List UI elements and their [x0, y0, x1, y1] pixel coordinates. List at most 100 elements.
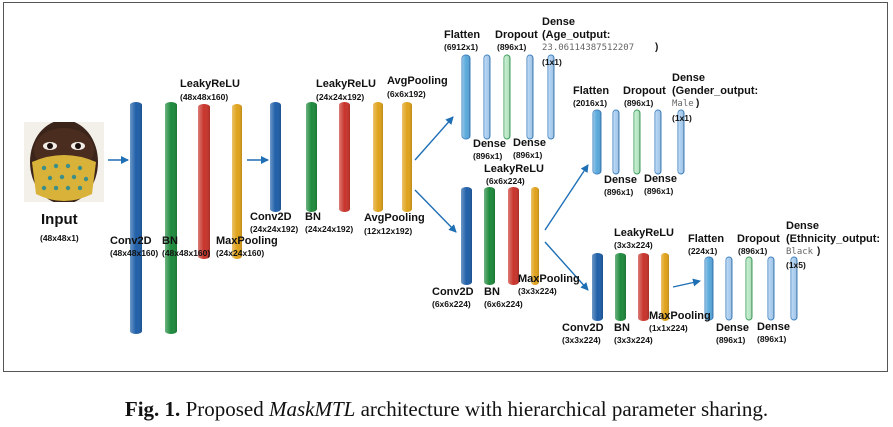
bn1-block [165, 102, 177, 334]
gender-dense2-shape: (896x1) [644, 186, 674, 196]
ethnicity-output-label: (Ethnicity_output: [786, 233, 881, 245]
branch-conv-shape: (6x6x224) [432, 299, 471, 309]
avgpool-top-block [373, 102, 383, 212]
branch2-bn-block [615, 253, 626, 321]
age-output-close: ) [655, 42, 659, 53]
gender-dense2-label: Dense [644, 173, 678, 185]
arrow-to-age-head [414, 116, 454, 161]
branch-pool-block [531, 187, 539, 285]
age-flatten-label: Flatten [444, 29, 481, 41]
pool1-label: MaxPooling [216, 235, 278, 247]
gender-flatten-shape: (2016x1) [573, 98, 608, 108]
avgpool-top-label: AvgPooling [387, 75, 448, 87]
gender-dropout-block [633, 109, 641, 175]
bn1-label: BN [162, 235, 178, 247]
age-dense2-shape: (896x1) [513, 150, 543, 160]
ethnicity-output-value: Black [786, 247, 814, 257]
pool1-block [232, 104, 242, 259]
avgpool-top-shape: (6x6x192) [387, 89, 426, 99]
relu1-label: LeakyReLU [180, 78, 240, 90]
age-output-dense-label: Dense [542, 16, 576, 28]
branch-bn-shape: (6x6x224) [484, 299, 523, 309]
branch-bn-block [484, 187, 495, 285]
branch2-bn-label: BN [614, 322, 630, 334]
branch2-conv-shape: (3x3x224) [562, 335, 601, 345]
gender-dropout-shape: (896x1) [624, 98, 654, 108]
relu1-shape: (48x48x160) [180, 92, 229, 102]
branch-pool-shape: (3x3x224) [518, 286, 557, 296]
age-dropout-block [503, 54, 511, 140]
ethnicity-dropout-label: Dropout [737, 233, 780, 245]
caption-pre: Proposed [185, 397, 264, 421]
conv1-shape: (48x48x160) [110, 248, 159, 258]
branch-relu-block [508, 187, 519, 285]
conv2-block [270, 102, 281, 212]
ethnicity-flatten-label: Flatten [688, 233, 725, 245]
bn1-shape: (48x48x160) [162, 248, 211, 258]
gender-flatten-block [592, 109, 602, 175]
ethnicity-output-close: ) [817, 246, 821, 257]
ethnicity-output-block [790, 256, 798, 321]
figure-caption: Fig. 1. Proposed MaskMTL architecture wi… [0, 397, 893, 422]
branch2-relu-block [638, 253, 649, 321]
gender-output-dense-label: Dense [672, 72, 706, 84]
ethnicity-output-shape: (1x5) [786, 260, 806, 270]
arrow-to-gender-head [544, 164, 589, 231]
relu2-block [339, 102, 350, 212]
branch2-relu-label: LeakyReLU [614, 227, 674, 239]
ethnicity-dense2-label: Dense [757, 321, 791, 333]
branch2-conv-label: Conv2D [562, 322, 604, 334]
age-dropout-label: Dropout [495, 29, 538, 41]
branch2-conv-block [592, 253, 603, 321]
branch2-bn-shape: (3x3x224) [614, 335, 653, 345]
ethnicity-dense2-block [767, 256, 775, 321]
arrow-to-branch [414, 189, 457, 233]
age-dense1-shape: (896x1) [473, 151, 503, 161]
relu2-shape: (24x24x192) [316, 92, 365, 102]
bn2-shape: (24x24x192) [305, 224, 354, 234]
ethnicity-flatten-block [704, 256, 714, 321]
age-flatten-shape: (6912x1) [444, 42, 479, 52]
caption-post: architecture with hierarchical parameter… [360, 397, 769, 421]
ethnicity-flatten-shape: (224x1) [688, 246, 718, 256]
age-dense1-block [483, 54, 491, 140]
ethnicity-dense2-shape: (896x1) [757, 334, 787, 344]
age-dropout-shape: (896x1) [497, 42, 527, 52]
ethnicity-dense1-shape: (896x1) [716, 335, 746, 345]
input-title: Input [41, 211, 78, 228]
branch-bn-label: BN [484, 286, 500, 298]
branch2-relu-shape: (3x3x224) [614, 240, 653, 250]
avgpool-bottom-block [402, 102, 412, 212]
age-dense1-label: Dense [473, 138, 507, 150]
gender-flatten-label: Flatten [573, 85, 610, 97]
pool1-shape: (24x24x160) [216, 248, 265, 258]
gender-dropout-label: Dropout [623, 85, 666, 97]
gender-dense1-label: Dense [604, 174, 638, 186]
branch-conv-block [461, 187, 472, 285]
gender-dense2-block [654, 109, 662, 175]
conv2-shape: (24x24x192) [250, 224, 299, 234]
ethnicity-dense1-label: Dense [716, 322, 750, 334]
age-output-shape: (1x1) [542, 57, 562, 67]
relu2-label: LeakyReLU [316, 78, 376, 90]
gender-output-block [677, 109, 685, 175]
branch-pool-label: MaxPooling [518, 273, 580, 285]
bn2-block [306, 102, 317, 212]
gender-output-value: Male [672, 99, 694, 109]
figure-frame [3, 2, 888, 372]
branch-relu-shape: (6x6x224) [486, 176, 525, 186]
arrow-to-ethnicity-head [672, 278, 701, 288]
branch2-pool-block [661, 253, 669, 321]
gender-dense1-shape: (896x1) [604, 187, 634, 197]
ethnicity-dropout-shape: (896x1) [738, 246, 768, 256]
branch-conv-label: Conv2D [432, 286, 474, 298]
age-output-label: (Age_output: [542, 29, 611, 41]
bn2-label: BN [305, 211, 321, 223]
input-shape: (48x48x1) [40, 233, 79, 243]
ethnicity-output-dense-label: Dense [786, 220, 820, 232]
conv1-block [130, 102, 142, 334]
arrow-to-branch2 [544, 241, 589, 291]
relu1-block [198, 104, 210, 259]
branch-relu-label: LeakyReLU [484, 163, 544, 175]
